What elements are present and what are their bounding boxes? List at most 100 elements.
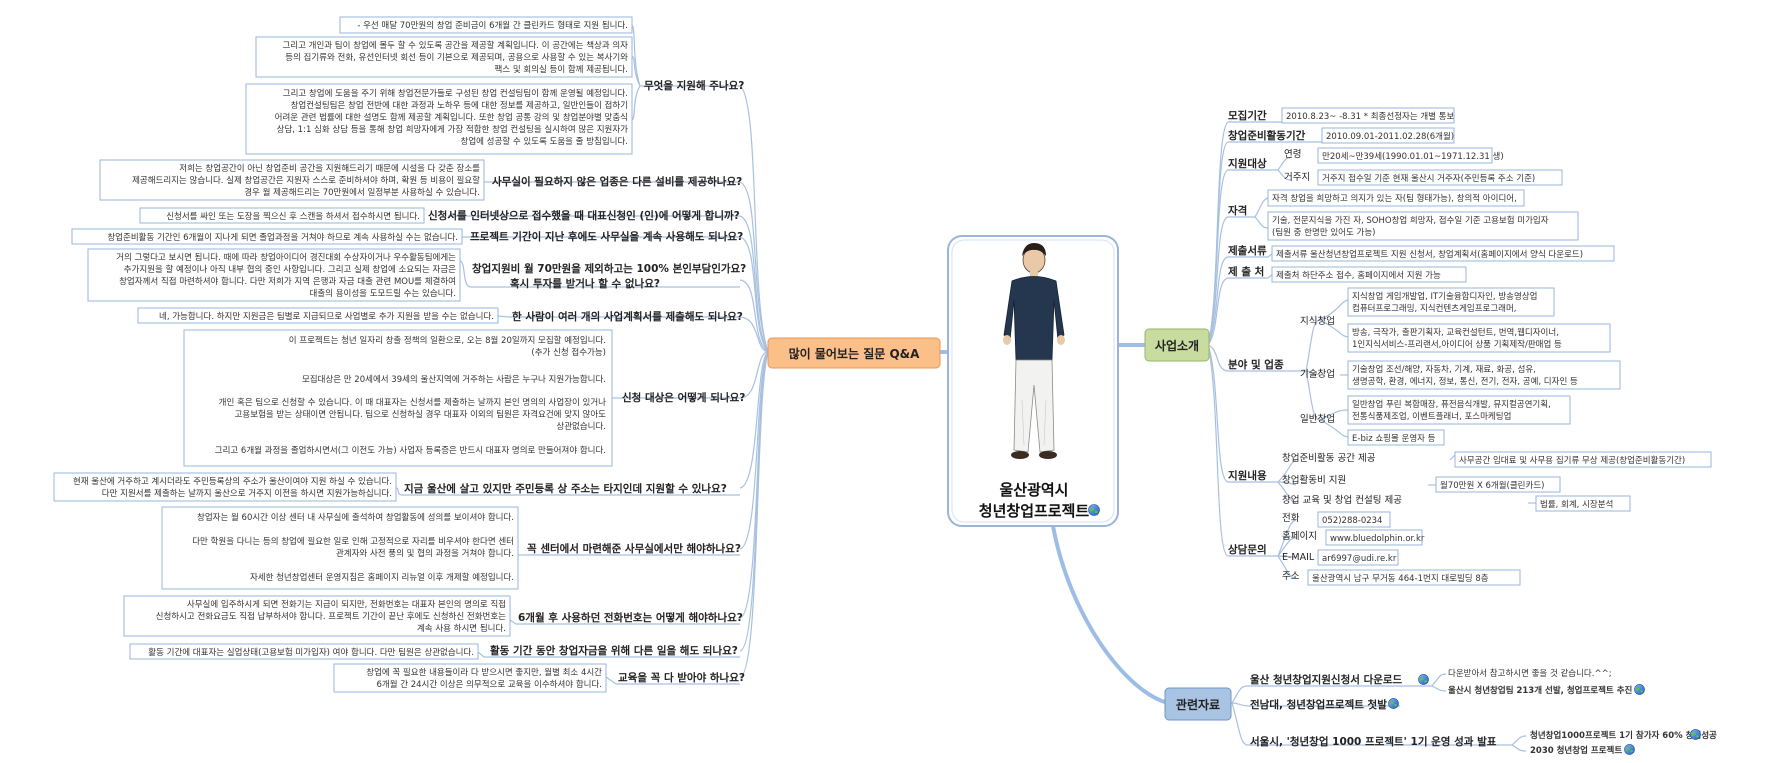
value-box: 052)288-0234 [1317, 511, 1391, 528]
related-item-3b[interactable]: 2030 청년창업 프로젝트 [1530, 745, 1622, 756]
question-6[interactable]: 한 사람이 여러 개의 사업계획서를 제출해도 되나요? [512, 310, 743, 323]
value-text: 방송, 극작가, 출판기획자, 교육컨설턴트, 번역,웹디자이너, [1352, 327, 1559, 338]
answer-text: 그리고 개인과 팀이 창업에 몰두 할 수 있도록 공간을 제공할 계획입니다.… [282, 40, 628, 51]
intro-label-activity[interactable]: 창업준비활동기간 [1228, 129, 1306, 142]
center-title-line1: 울산광역시 [999, 481, 1068, 499]
intro-label-residence[interactable]: 거주지 [1284, 172, 1310, 183]
intro-label-target[interactable]: 지원대상 [1228, 157, 1267, 170]
intro-label-qualification[interactable]: 자격 [1228, 204, 1247, 217]
answer-text: 추가지원을 할 예정이나 아직 내부 협의 중인 사항입니다. 그리고 실제 창… [124, 264, 456, 275]
value-box: 방송, 극작가, 출판기획자, 교육컨설턴트, 번역,웹디자이너, 1인지식서비… [1347, 323, 1611, 353]
value-box: 사무공간 임대료 및 사무용 집기류 무상 제공(창업준비활동기간) [1454, 451, 1712, 468]
answer-text: 자세한 청년창업센터 운영지침은 홈페이지 리뉴얼 이후 개제할 예정입니다. [250, 572, 514, 583]
answer-text: 경우 월 제공해드리는 70만원에서 일정부분 사용하실 수 있습니다. [244, 187, 480, 198]
question-1[interactable]: 무엇을 지원해 주나요? [644, 79, 744, 92]
answer-text: 어려운 관련 법률에 대한 설명도 함께 제공할 계획입니다. 또한 창업 공통… [275, 112, 628, 123]
intro-label-phone[interactable]: 전화 [1282, 513, 1300, 524]
branch-related[interactable]: 관련자료 [1164, 687, 1232, 721]
answer-text: 활동 기간에 대표자는 실업상태(고용보험 미가입자) 여야 합니다. 다만 팀… [148, 647, 474, 658]
answer-text: 저희는 창업공간이 아닌 창업준비 공간을 지원해드리기 때문에 시설을 다 갖… [179, 163, 480, 174]
intro-label-addr[interactable]: 주소 [1282, 571, 1300, 582]
question-3[interactable]: 신청서를 인터넷상으로 접수했을 때 대표신청인 (인)에 어떻게 합니까? [428, 209, 740, 222]
value-box: 만20세~만39세(1990.01.01~1971.12.31 생) [1317, 147, 1504, 164]
value-box: www.bluedolphin.or.kr [1325, 529, 1425, 546]
answer-text: 등의 집기류와 전화, 유선인터넷 회선 등이 기본으로 제공되며, 공용으로 … [285, 52, 628, 63]
link-globe-icon[interactable] [1418, 674, 1429, 685]
value-text: 제출처 하단주소 접수, 홈페이지에서 지원 가능 [1276, 270, 1441, 281]
intro-label-general[interactable]: 일반창업 [1300, 413, 1335, 425]
question-12[interactable]: 교육을 꼭 다 받아야 하나요? [618, 671, 745, 684]
link-globe-icon[interactable] [1388, 698, 1399, 709]
branch-intro-label: 사업소개 [1155, 338, 1199, 353]
intro-label-knowledge[interactable]: 지식창업 [1300, 315, 1335, 327]
question-2[interactable]: 사무실이 필요하지 않은 업종은 다른 설비를 제공하나요? [492, 175, 742, 188]
question-11[interactable]: 활동 기간 동안 창업자금을 위해 다른 일을 해도 되나요? [490, 644, 738, 657]
center-node[interactable]: 울산광역시 청년창업프로젝트 [947, 235, 1119, 527]
value-box: 2010.8.23~ -8.31 * 최종선정자는 개별 통보 [1281, 107, 1455, 124]
answer-text: 개인 혹은 팀으로 신청할 수 있습니다. 이 때 대표자는 신청서를 제출하는… [219, 397, 606, 408]
related-item-1[interactable]: 울산 청년창업지원신청서 다운로드 [1250, 673, 1403, 686]
answer-text: 창업에 꼭 필요한 내용들이라 다 받으시면 좋지만, 월별 최소 4시간 [366, 667, 602, 678]
value-text: 법률, 회계, 시장분석 [1540, 499, 1613, 510]
value-box: 일반창업 푸린 복합매장, 퓨전음식개발, 뮤지컬공연기획, 전통식품제조업, … [1347, 395, 1571, 425]
answer-text: (추가 신청 접수가능) [531, 347, 606, 358]
value-text: 2010.09.01-2011.02.28(6개월) [1326, 131, 1454, 142]
intro-label-email[interactable]: E-MAIL [1282, 552, 1315, 563]
intro-label-support[interactable]: 지원내용 [1228, 469, 1267, 482]
value-box: 제출서류 울산청년창업프로젝트 지원 신청서, 창업계획서(홈페이지에서 양식 … [1271, 245, 1615, 262]
value-text: 생명공학, 환경, 에너지, 정보, 통신, 전기, 전자, 공예, 디자인 등 [1352, 376, 1578, 387]
branch-qa[interactable]: 많이 물어보는 질문 Q&A [767, 337, 941, 369]
answer-text: - 우선 매달 70만원의 창업 준비금이 6개월 간 클린카드 형태로 지원 … [357, 20, 628, 31]
intro-label-submit[interactable]: 제 출 처 [1228, 265, 1264, 278]
question-5-line2[interactable]: 혹시 투자를 받거나 할 수 없나요? [510, 277, 660, 290]
intro-label-space[interactable]: 창업준비활동 공간 제공 [1282, 452, 1376, 464]
question-7[interactable]: 신청 대상은 어떻게 되나요? [622, 391, 745, 404]
answer-box: 창업준비활동 기간인 6개월이 지나게 되면 졸업과정을 거쳐야 하므로 계속 … [71, 228, 463, 245]
intro-label-recruit[interactable]: 모집기간 [1228, 109, 1267, 122]
value-text: 제출서류 울산청년창업프로젝트 지원 신청서, 창업계획서(홈페이지에서 양식 … [1276, 249, 1583, 260]
question-4[interactable]: 프로젝트 기간이 지난 후에도 사무실을 계속 사용해도 되나요? [470, 230, 743, 243]
answer-text: 계속 사용 하시면 됩니다. [417, 623, 506, 634]
answer-text: 현재 울산에 거주하고 계시더라도 주민등록상의 주소가 울산이여야 지원 하실… [73, 476, 392, 487]
value-text: 일반창업 푸린 복합매장, 퓨전음식개발, 뮤지컬공연기획, [1352, 399, 1551, 410]
branch-intro[interactable]: 사업소개 [1144, 328, 1210, 362]
intro-label-edu[interactable]: 창업 교육 및 창업 컨설팅 제공 [1282, 494, 1402, 506]
related-item-3[interactable]: 서울시, '청년창업 1000 프로젝트' 1기 운영 성과 발표 [1250, 735, 1497, 748]
related-item-1a[interactable]: 다운받아서 참고하시면 좋을 것 같습니다.^^; [1448, 668, 1612, 679]
value-text: www.bluedolphin.or.kr [1330, 534, 1425, 544]
link-globe-icon[interactable] [1624, 744, 1635, 755]
intro-label-tech[interactable]: 기술창업 [1300, 368, 1335, 380]
answer-box: 그리고 개인과 팀이 창업에 몰두 할 수 있도록 공간을 제공할 계획입니다.… [255, 36, 633, 78]
link-globe-icon[interactable] [1690, 729, 1701, 740]
value-text: 만20세~만39세(1990.01.01~1971.12.31 생) [1322, 151, 1504, 162]
answer-text: 신청하시고 전화요금도 직접 납부하셔야 합니다. 프로젝트 기간이 끝난 후에… [156, 611, 507, 622]
answer-text: 사무실에 입주하시게 되면 전화기는 지급이 되지만, 전화번호는 대표자 본인… [187, 599, 506, 610]
question-5-line1[interactable]: 창업지원비 월 70만원을 제외하고는 100% 본인부담인가요? [472, 262, 746, 275]
question-8[interactable]: 지금 울산에 살고 있지만 주민등록 상 주소는 타지인데 지원할 수 있나요? [404, 482, 727, 495]
value-text: 거주지 접수일 기준 현재 울산시 거주자(주민등록 주소 기준) [1322, 173, 1535, 184]
answer-box: 저희는 창업공간이 아닌 창업준비 공간을 지원해드리기 때문에 시설을 다 갖… [99, 159, 485, 201]
link-globe-icon[interactable] [1634, 684, 1645, 695]
answer-box: 이 프로젝트는 청년 일자리 창출 정책의 일환으로, 오는 8월 20일까지 … [183, 329, 613, 467]
value-text: 1인지식서비스-프리랜서,아이디어 상품 기획제작/판매업 등 [1352, 339, 1562, 350]
related-connectors [1231, 673, 1527, 752]
value-text: 2010.8.23~ -8.31 * 최종선정자는 개별 통보 [1286, 111, 1455, 122]
intro-label-age[interactable]: 연령 [1284, 148, 1301, 160]
answer-box: 현재 울산에 거주하고 계시더라도 주민등록상의 주소가 울산이여야 지원 하실… [53, 472, 397, 502]
related-item-2[interactable]: 전남대, 청년창업프로젝트 첫발 [1250, 698, 1387, 711]
answer-text: 제공해드리지는 않습니다. 실제 창업공간은 지원자 스스로 준비하셔야 하며,… [132, 175, 480, 186]
related-item-1b[interactable]: 울산시 청년창업팀 213개 선발, 청업프로젝트 추진 [1448, 685, 1633, 696]
intro-label-contact[interactable]: 상담문의 [1228, 543, 1267, 556]
intro-label-docs[interactable]: 제출서류 [1228, 244, 1267, 257]
question-10[interactable]: 6개월 후 사용하던 전화번호는 어떻게 해야하나요? [518, 611, 743, 624]
intro-label-web[interactable]: 홈페이지 [1282, 530, 1317, 542]
intro-label-fund[interactable]: 창업활동비 지원 [1282, 474, 1346, 486]
related-item-3a[interactable]: 청년창업1000프로젝트 1기 참가자 60% 창업성공 [1530, 730, 1717, 741]
question-9[interactable]: 꼭 센터에서 마련해준 사무실에서만 해야하나요? [527, 542, 741, 555]
answer-text: 상관없습니다. [556, 421, 606, 432]
link-globe-icon[interactable] [1088, 504, 1100, 516]
value-text: 기술창업 조선/해양, 자동차, 기계, 재료, 화공, 섬유, [1352, 364, 1536, 375]
value-box: 기술, 전문지식을 가진 자, SOHO창업 희망자, 접수일 기준 고용보험 … [1267, 211, 1579, 241]
answer-text: 그리고 6개월 과정을 졸업하시면서(그 이전도 가능) 사업자 등록증은 반드… [215, 445, 606, 456]
intro-label-fields[interactable]: 분야 및 업종 [1228, 358, 1284, 371]
